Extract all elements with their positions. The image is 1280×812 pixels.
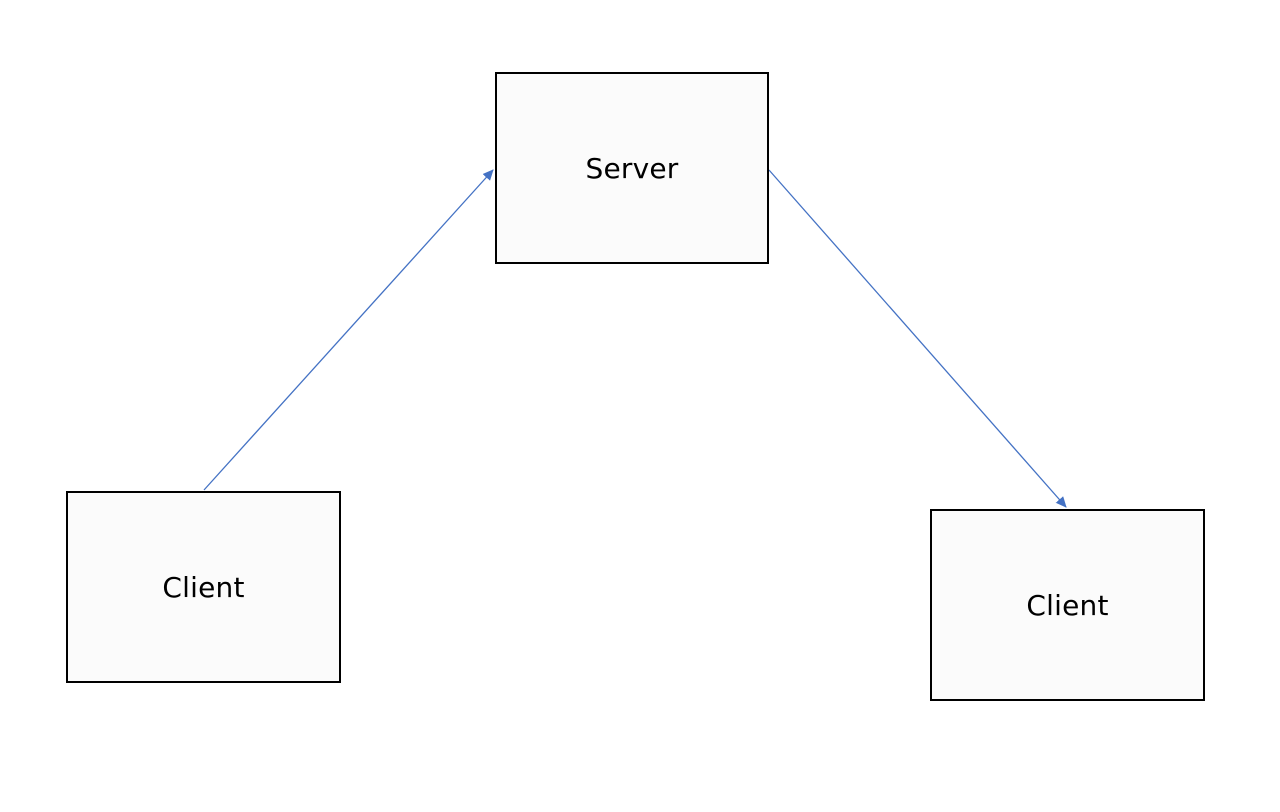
client-right-label: Client <box>1026 588 1109 622</box>
client-left-label: Client <box>162 570 245 604</box>
edge-server-to-client-right <box>768 169 1067 508</box>
client-node-left[interactable]: Client <box>66 491 341 683</box>
server-label: Server <box>585 151 679 185</box>
edge-client-left-to-server <box>203 169 494 491</box>
server-node[interactable]: Server <box>495 72 769 264</box>
client-node-right[interactable]: Client <box>930 509 1205 701</box>
